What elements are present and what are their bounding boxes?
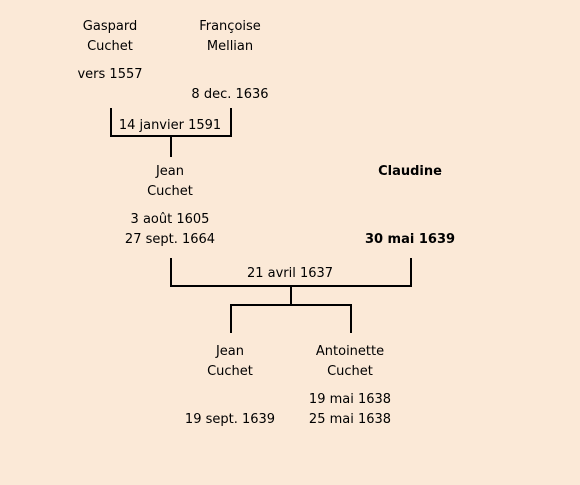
- person-antoinette-birth: 19 mai 1638: [308, 392, 392, 407]
- person-jean-father-last-name: Cuchet: [147, 184, 193, 199]
- person-claudine-death: 30 mai 1639: [364, 232, 456, 247]
- person-gaspard-last-name: Cuchet: [87, 39, 133, 54]
- marriage-date-gaspard-francoise: 14 janvier 1591: [118, 118, 222, 133]
- marriage-date-jean-claudine: 21 avril 1637: [246, 266, 334, 281]
- person-antoinette-death: 25 mai 1638: [308, 412, 392, 427]
- person-gaspard-first-name: Gaspard: [82, 19, 138, 34]
- person-antoinette-last-name: Cuchet: [327, 364, 373, 379]
- person-antoinette-first-name: Antoinette: [315, 344, 385, 359]
- person-jean-father-birth: 3 août 1605: [130, 212, 210, 227]
- person-jean-father-death: 27 sept. 1664: [124, 232, 216, 247]
- person-jean-son-first-name: Jean: [215, 344, 245, 359]
- person-francoise-last-name: Mellian: [206, 39, 254, 54]
- person-claudine-first-name: Claudine: [378, 164, 442, 179]
- person-francoise-first-name: Françoise: [199, 19, 261, 34]
- person-jean-son-last-name: Cuchet: [207, 364, 253, 379]
- person-jean-father-first-name: Jean: [155, 164, 185, 179]
- person-francoise-death: 8 dec. 1636: [191, 87, 269, 102]
- person-gaspard-birth: vers 1557: [77, 67, 143, 82]
- person-jean-son-death: 19 sept. 1639: [184, 412, 276, 427]
